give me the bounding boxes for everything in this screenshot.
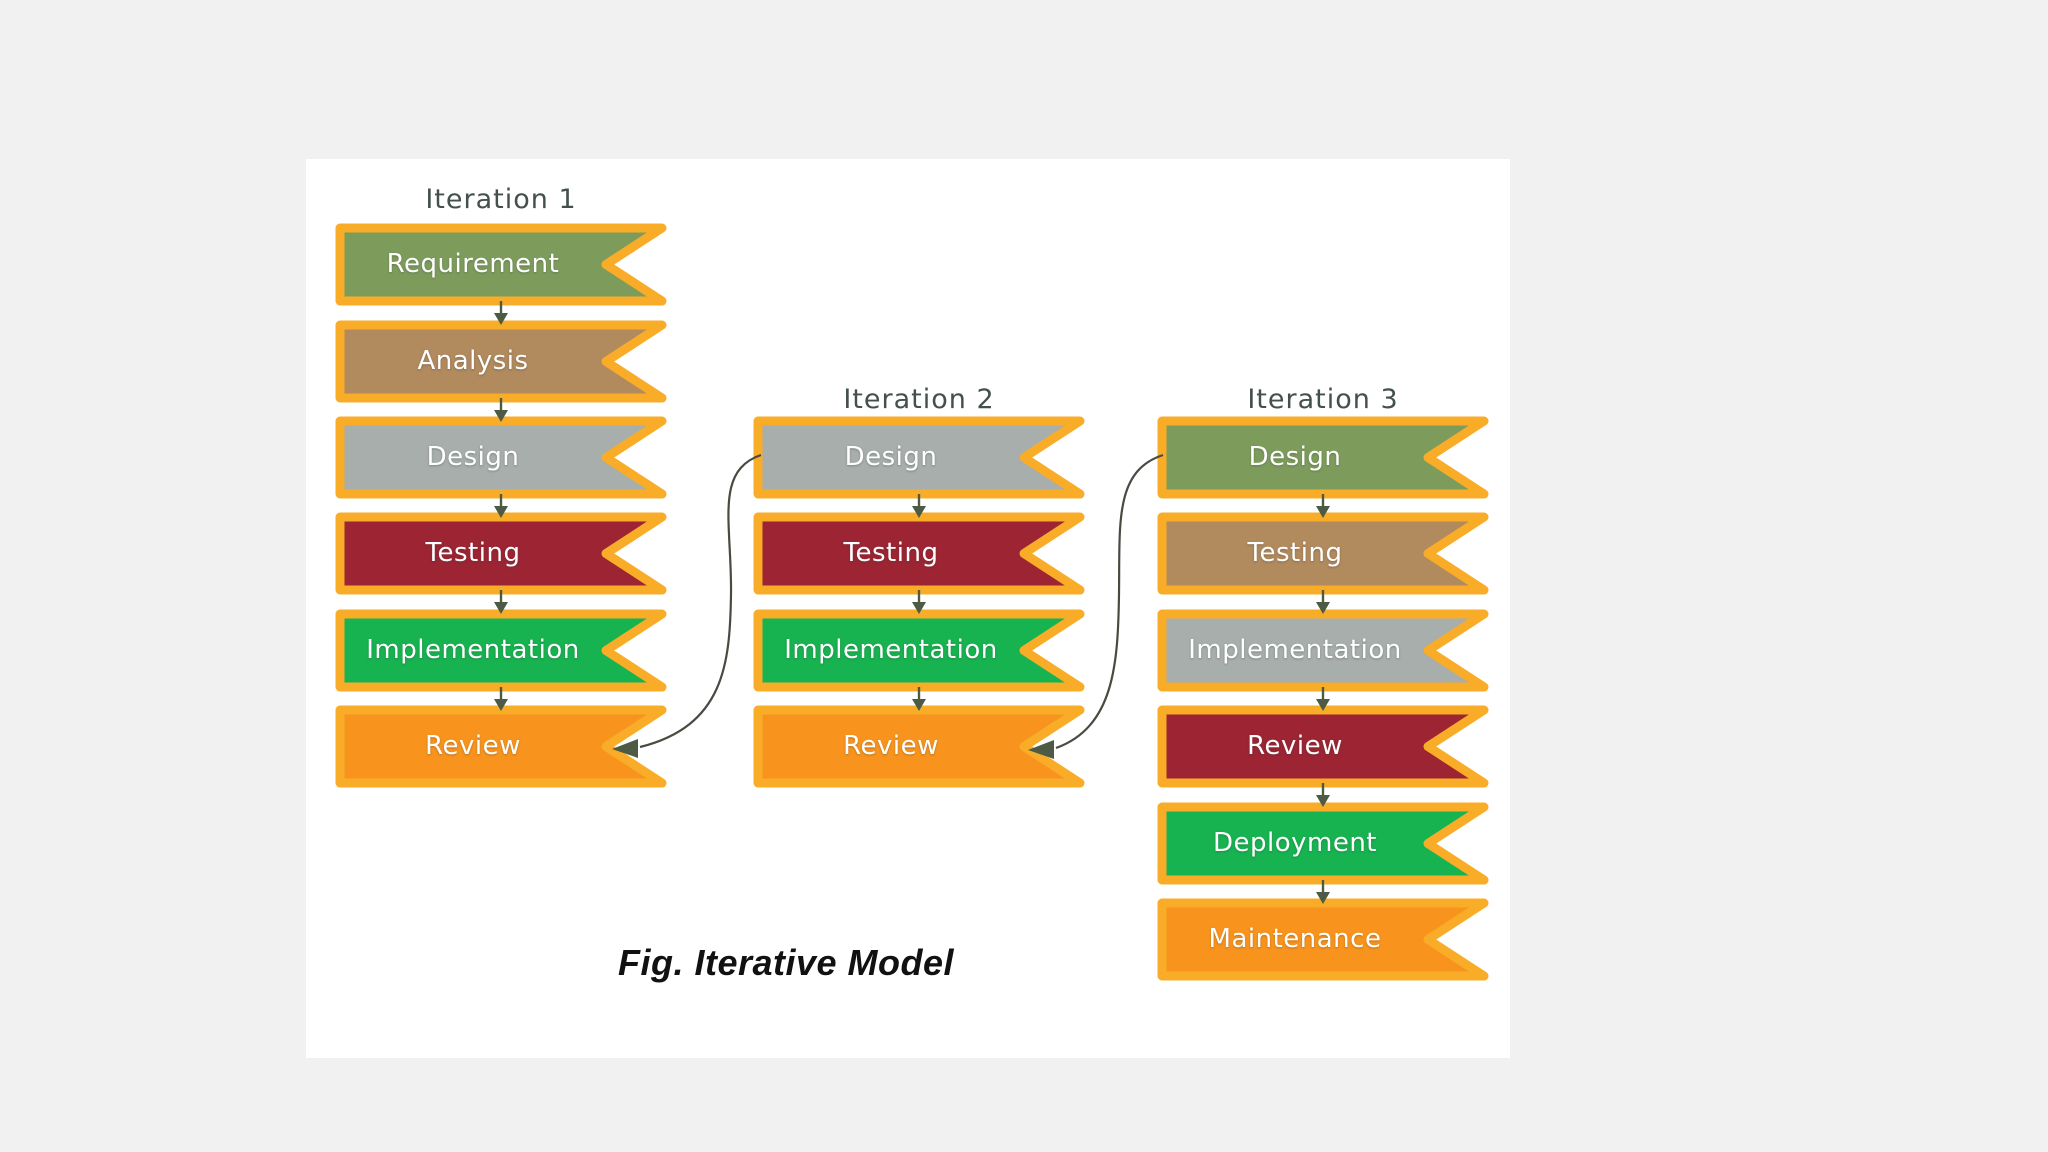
iter1-step-testing: Testing bbox=[335, 512, 667, 595]
iter3-step-maintenance: Maintenance bbox=[1157, 898, 1489, 981]
step-label: Testing bbox=[843, 538, 939, 568]
step-label: Design bbox=[844, 442, 938, 472]
down-arrow-icon bbox=[1316, 880, 1330, 904]
figure-caption: Fig. Iterative Model bbox=[617, 942, 955, 983]
down-arrow-icon bbox=[1316, 687, 1330, 711]
ribbon-banner-shape bbox=[335, 705, 667, 788]
down-arrow-icon bbox=[1316, 494, 1330, 518]
down-arrow-icon bbox=[912, 687, 926, 711]
down-arrow-icon bbox=[1316, 783, 1330, 807]
ribbon-banner-shape bbox=[335, 512, 667, 595]
iteration-2-title: Iteration 2 bbox=[843, 384, 995, 415]
iter3-step-design: Design bbox=[1157, 416, 1489, 499]
iter3-step-testing: Testing bbox=[1157, 512, 1489, 595]
iteration-3-title: Iteration 3 bbox=[1247, 384, 1399, 415]
iter1-step-requirement: Requirement bbox=[335, 223, 667, 306]
iter1-step-design: Design bbox=[335, 416, 667, 499]
iter2-step-testing: Testing bbox=[753, 512, 1085, 595]
iter2-step-review: Review bbox=[753, 705, 1085, 788]
down-arrow-icon bbox=[494, 590, 508, 614]
step-label: Review bbox=[1247, 731, 1343, 761]
iter3-step-deployment: Deployment bbox=[1157, 802, 1489, 885]
down-arrow-icon bbox=[494, 301, 508, 325]
step-label: Design bbox=[1248, 442, 1342, 472]
iteration-1-title: Iteration 1 bbox=[425, 184, 577, 215]
step-label: Implementation bbox=[366, 635, 580, 665]
iter2-step-design: Design bbox=[753, 416, 1085, 499]
ribbon-banner-shape bbox=[335, 416, 667, 499]
ribbon-banner-shape bbox=[1157, 705, 1489, 788]
down-arrow-icon bbox=[494, 494, 508, 518]
step-label: Requirement bbox=[386, 249, 560, 279]
step-label: Review bbox=[843, 731, 939, 761]
iter3-step-implementation: Implementation bbox=[1157, 609, 1489, 692]
ribbon-banner-shape bbox=[1157, 898, 1489, 981]
step-label: Deployment bbox=[1212, 828, 1378, 858]
step-label: Maintenance bbox=[1208, 924, 1382, 954]
iter1-step-analysis: Analysis bbox=[335, 320, 667, 403]
iter3-step-review: Review bbox=[1157, 705, 1489, 788]
ribbon-banner-shape bbox=[335, 320, 667, 403]
iter1-step-review: Review bbox=[335, 705, 667, 788]
down-arrow-icon bbox=[494, 398, 508, 422]
step-label: Testing bbox=[425, 538, 521, 568]
down-arrow-icon bbox=[912, 590, 926, 614]
iter1-step-implementation: Implementation bbox=[335, 609, 667, 692]
step-label: Testing bbox=[1247, 538, 1343, 568]
step-label: Implementation bbox=[1188, 635, 1402, 665]
step-label: Implementation bbox=[784, 635, 998, 665]
ribbon-banner-shape bbox=[1157, 802, 1489, 885]
diagram-canvas: Iteration 1 Requirement Analysis Design … bbox=[306, 159, 1510, 1058]
step-label: Design bbox=[426, 442, 520, 472]
ribbon-banner-shape bbox=[753, 705, 1085, 788]
ribbon-banner-shape bbox=[335, 609, 667, 692]
ribbon-banner-shape bbox=[335, 223, 667, 306]
down-arrow-icon bbox=[1316, 590, 1330, 614]
down-arrow-icon bbox=[912, 494, 926, 518]
down-arrow-icon bbox=[494, 687, 508, 711]
step-label: Analysis bbox=[417, 346, 529, 376]
iter2-step-implementation: Implementation bbox=[753, 609, 1085, 692]
step-label: Review bbox=[425, 731, 521, 761]
